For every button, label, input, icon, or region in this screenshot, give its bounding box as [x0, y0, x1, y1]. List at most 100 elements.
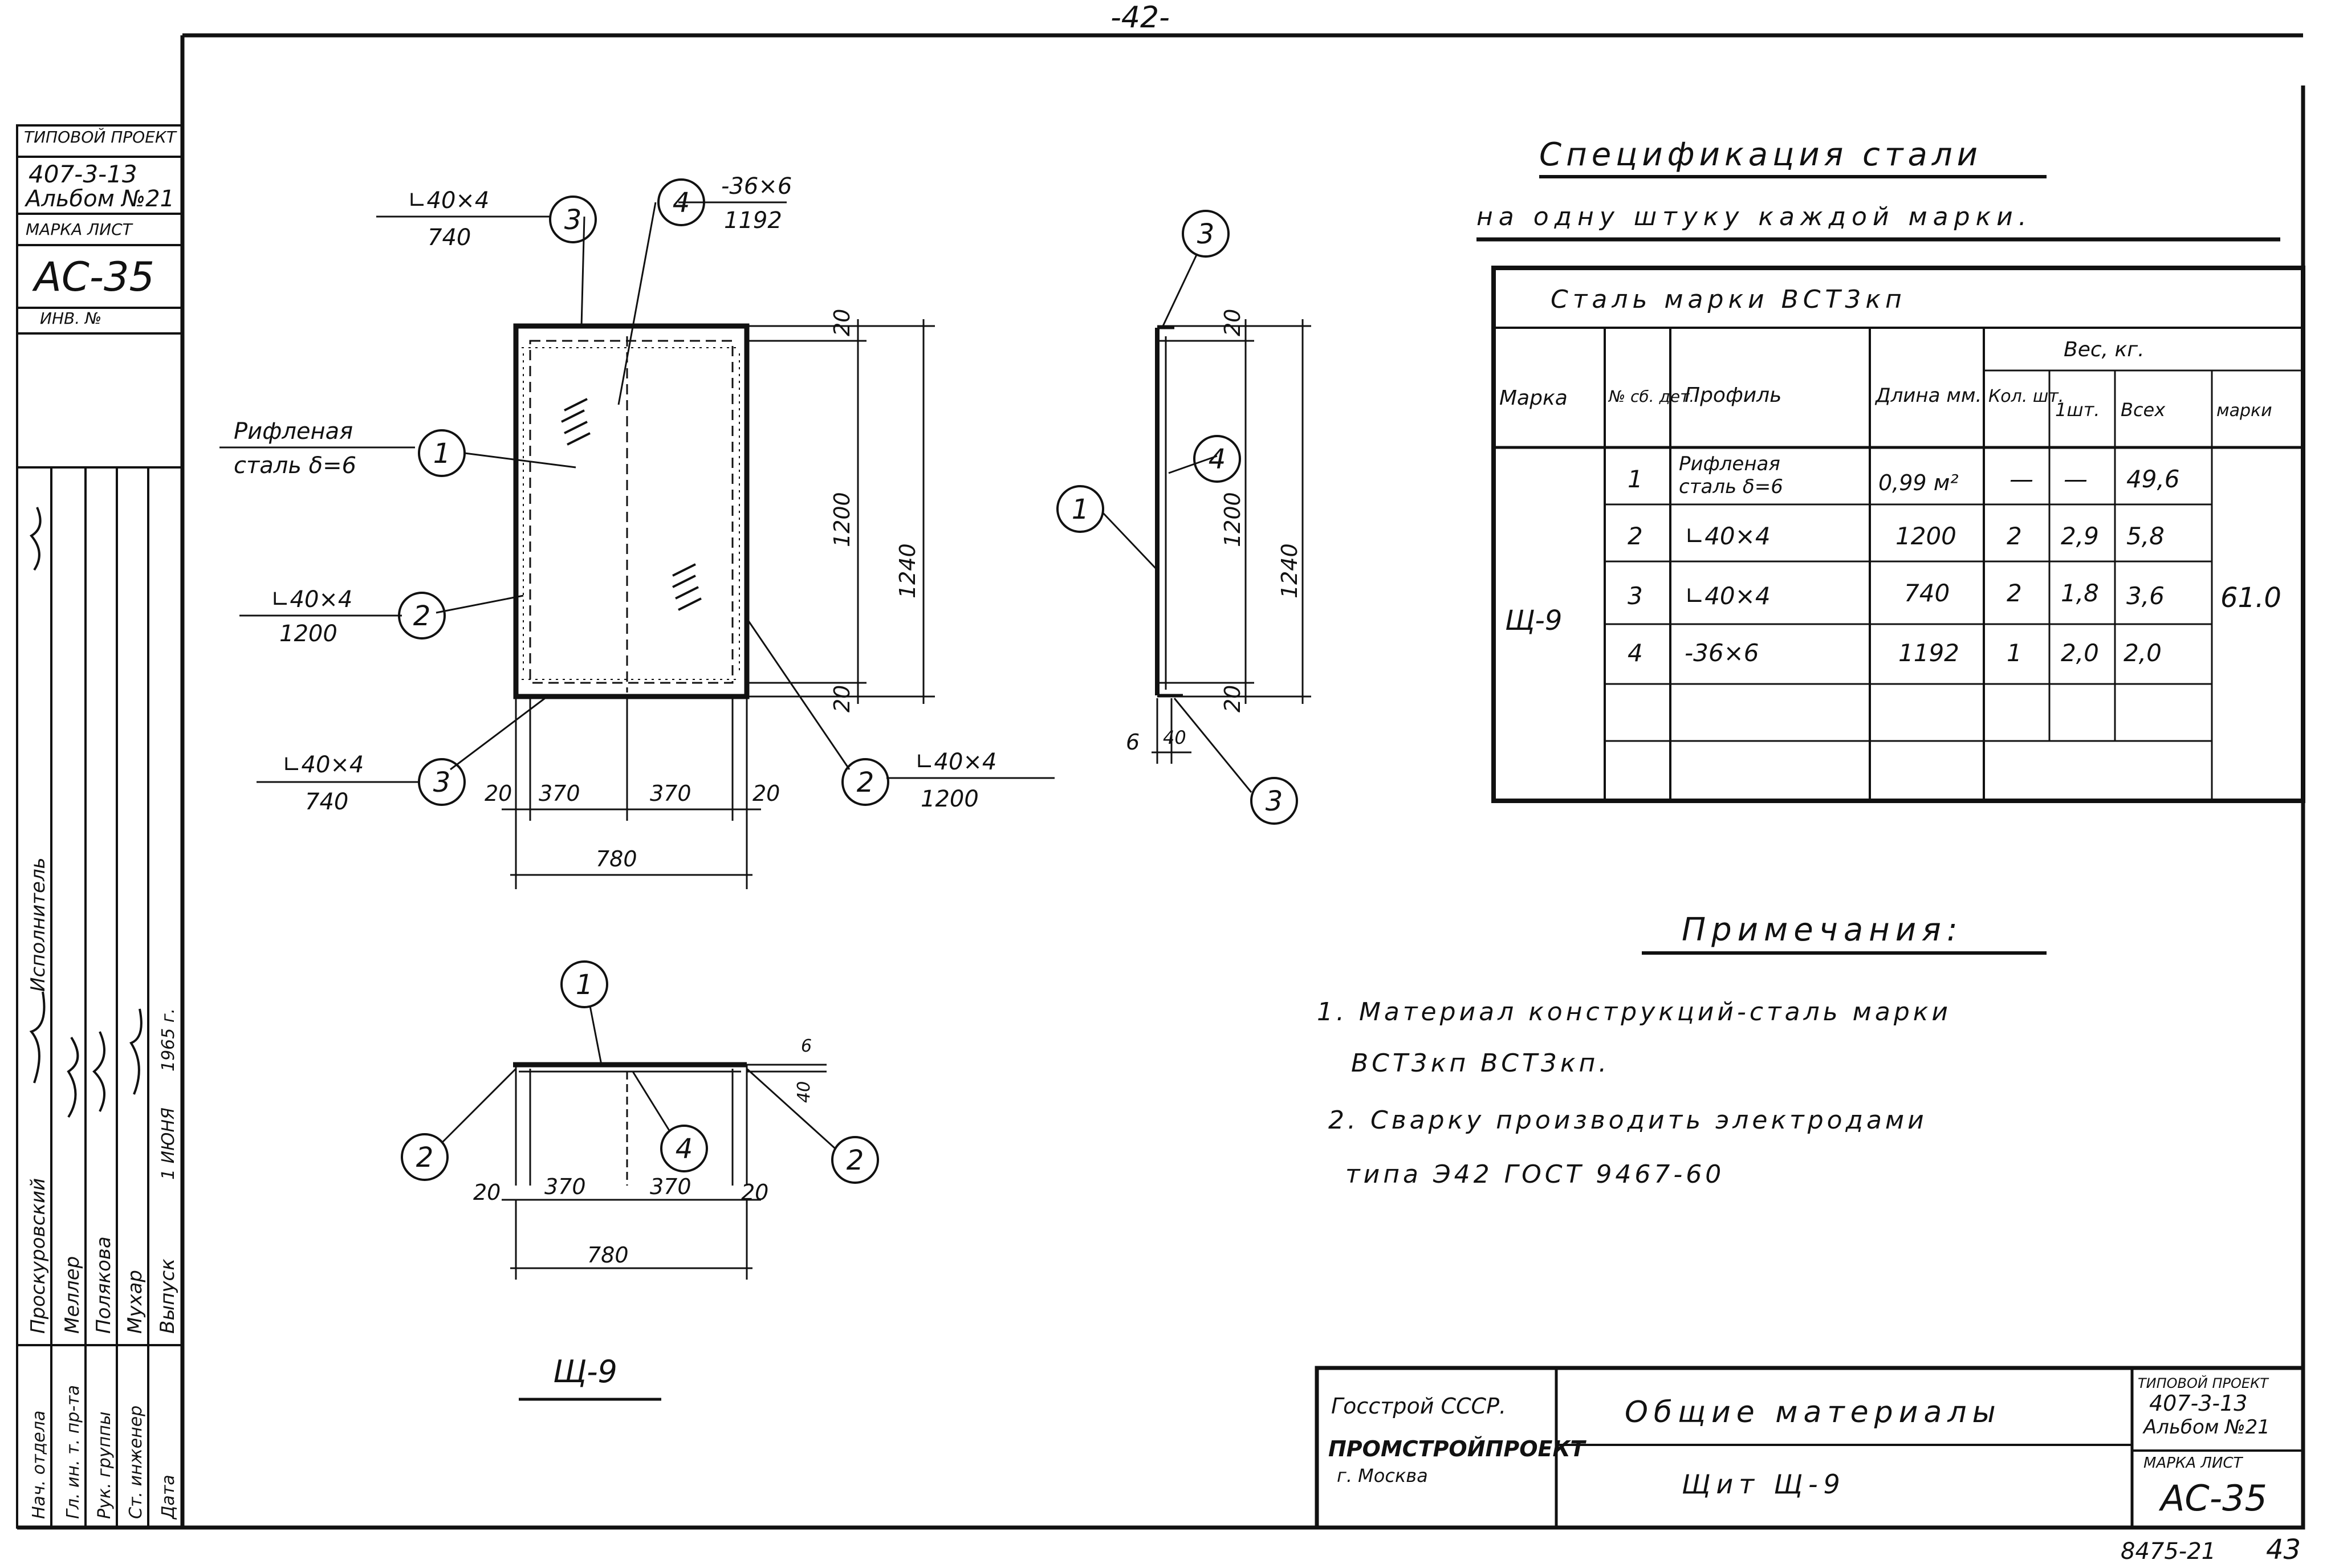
stamp-roles: Нач. отдела Гл. ин. т. пр-та Рук. группы… — [29, 1385, 178, 1520]
tb-album: Альбом №21 — [2142, 1416, 2270, 1439]
tb-project: 407-3-13 — [2149, 1391, 2247, 1416]
svg-text:Выпуск: Выпуск — [156, 1259, 179, 1334]
plan-callout-specs: ∟40×4 740 -36×6 1192 Рифленая сталь δ=6 … — [234, 173, 996, 815]
svg-text:370: 370 — [650, 781, 691, 806]
svg-text:1200: 1200 — [1895, 522, 1956, 550]
svg-text:Ст. инженер: Ст. инженер — [126, 1406, 146, 1519]
tb-title: Общие материалы — [1625, 1395, 2002, 1429]
svg-text:Гл. ин. т. пр-та: Гл. ин. т. пр-та — [63, 1385, 83, 1519]
svg-text:№ сб. дет.: № сб. дет. — [1608, 387, 1694, 406]
section-callout-labels: 1 2 4 2 — [416, 969, 864, 1176]
svg-text:6: 6 — [1126, 730, 1140, 755]
spec-steel-grade: Сталь марки ВСТ3кп — [1551, 285, 1906, 314]
svg-text:1200: 1200 — [279, 621, 337, 647]
svg-text:∟40×4: ∟40×4 — [408, 188, 489, 214]
svg-text:40: 40 — [1163, 727, 1186, 748]
spec-mark-value: Щ-9 — [1505, 605, 1562, 637]
svg-text:0,99 м²: 0,99 м² — [1878, 470, 1959, 495]
svg-text:2: 2 — [416, 1142, 434, 1174]
stamp-mark: АС-35 — [32, 254, 154, 300]
svg-text:сталь δ=6: сталь δ=6 — [234, 453, 356, 479]
svg-text:Длина мм.: Длина мм. — [1874, 384, 1982, 407]
plan-callout-3-bottom: 3 — [433, 767, 451, 799]
svg-text:1240: 1240 — [895, 543, 920, 598]
svg-text:Всех: Всех — [2121, 399, 2166, 421]
tb-mark: АС-35 — [2158, 1477, 2267, 1519]
tb-org2: ПРОМСТРОЙПРОЕКТ — [1328, 1436, 1587, 1461]
plan-callout-labels: 3 4 1 2 3 2 — [413, 187, 874, 799]
svg-text:2: 2 — [2007, 579, 2022, 607]
plan-callout-4-top: 4 — [673, 187, 690, 219]
svg-text:1192: 1192 — [1898, 639, 1959, 667]
stamp-names: Проскуровский Меллер Полякова Мухар Выпу… — [27, 1178, 179, 1334]
svg-text:Кол. шт.: Кол. шт. — [1988, 386, 2064, 406]
section-view — [401, 960, 879, 1280]
spec-total-value: 61.0 — [2220, 582, 2281, 614]
svg-text:20: 20 — [1220, 685, 1245, 712]
svg-text:3,6: 3,6 — [2126, 582, 2165, 610]
svg-text:1: 1 — [1628, 465, 1643, 493]
spec-row: 3 ∟40×4 740 2 1,8 3,6 — [1628, 579, 2165, 610]
svg-text:Проскуровский: Проскуровский — [27, 1178, 50, 1334]
stamp-signatures — [29, 507, 143, 1118]
svg-text:2. Сварку производить электрод: 2. Сварку производить электродами — [1328, 1106, 1927, 1135]
stamp-mark-label: МАРКА ЛИСТ — [26, 220, 133, 239]
svg-text:Профиль: Профиль — [1685, 384, 1781, 407]
svg-text:780: 780 — [587, 1243, 629, 1268]
side-dim-labels: 20 1200 1240 20 6 40 — [1126, 309, 1302, 755]
side-view — [1056, 210, 1311, 825]
svg-text:Рифленая: Рифленая — [234, 418, 353, 445]
svg-text:2: 2 — [847, 1145, 864, 1176]
svg-text:740: 740 — [428, 225, 471, 251]
svg-text:∟40×4: ∟40×4 — [282, 752, 364, 778]
svg-text:740: 740 — [305, 789, 348, 815]
svg-text:20: 20 — [752, 781, 780, 806]
plan-callout-3-top: 3 — [564, 204, 582, 236]
notes-lines: 1. Материал конструкций-сталь марки ВСТ3… — [1317, 997, 1948, 1189]
section-dim-labels: 20 370 370 20 780 6 40 — [473, 1036, 814, 1268]
svg-text:1200: 1200 — [829, 492, 855, 547]
svg-text:2,0: 2,0 — [2061, 639, 2099, 667]
title-block-grid — [1315, 1366, 2305, 1530]
plan-callout-2-left: 2 — [413, 600, 431, 632]
spec-table-grid — [1491, 266, 2305, 803]
svg-text:Вес, кг.: Вес, кг. — [2064, 338, 2145, 361]
svg-text:Полякова: Полякова — [92, 1236, 115, 1334]
svg-text:4: 4 — [1628, 639, 1643, 667]
stamp-album: Альбом №21 — [24, 186, 174, 212]
spec-row: 4 -36×6 1192 1 2,0 2,0 — [1628, 639, 2162, 667]
tb-project-label: ТИПОВОЙ ПРОЕКТ — [2138, 1375, 2269, 1391]
side-stamp — [16, 124, 184, 1529]
svg-text:20: 20 — [741, 1180, 768, 1205]
svg-text:20: 20 — [1220, 309, 1245, 336]
svg-text:∟40×4: ∟40×4 — [1685, 582, 1771, 610]
tb-org1: Госстрой СССР. — [1331, 1394, 1506, 1419]
svg-text:1240: 1240 — [1277, 543, 1302, 598]
svg-text:Нач. отдела: Нач. отдела — [29, 1411, 49, 1519]
svg-text:6: 6 — [801, 1036, 812, 1056]
svg-text:-36×6: -36×6 — [721, 173, 792, 199]
svg-text:40: 40 — [794, 1081, 814, 1103]
svg-text:ВСТ3кп ВСТ3кп.: ВСТ3кп ВСТ3кп. — [1351, 1049, 1610, 1078]
svg-text:1шт.: 1шт. — [2055, 399, 2100, 421]
svg-text:2: 2 — [1628, 522, 1643, 550]
svg-text:Рук. группы: Рук. группы — [95, 1411, 115, 1519]
plan-inner — [529, 340, 734, 684]
svg-text:370: 370 — [544, 1174, 586, 1199]
svg-text:2,9: 2,9 — [2061, 522, 2099, 550]
svg-text:370: 370 — [650, 1174, 691, 1199]
svg-text:5,8: 5,8 — [2126, 522, 2165, 550]
stamp-date: 1 ИЮНЯ — [158, 1107, 178, 1180]
svg-text:сталь δ=6: сталь δ=6 — [1679, 475, 1783, 498]
svg-text:-36×6: -36×6 — [1685, 639, 1759, 667]
svg-text:3: 3 — [1628, 582, 1643, 610]
svg-text:Меллер: Меллер — [61, 1256, 84, 1334]
svg-text:Дата: Дата — [158, 1475, 178, 1520]
tb-org3: г. Москва — [1337, 1465, 1428, 1486]
svg-text:—: — — [2064, 465, 2088, 493]
stamp-header: ТИПОВОЙ ПРОЕКТ — [24, 127, 177, 146]
svg-text:∟40×4: ∟40×4 — [271, 587, 352, 613]
svg-text:20: 20 — [829, 309, 855, 336]
spec-headers: Марка № сб. дет. Профиль Длина мм. Кол. … — [1499, 338, 2272, 421]
